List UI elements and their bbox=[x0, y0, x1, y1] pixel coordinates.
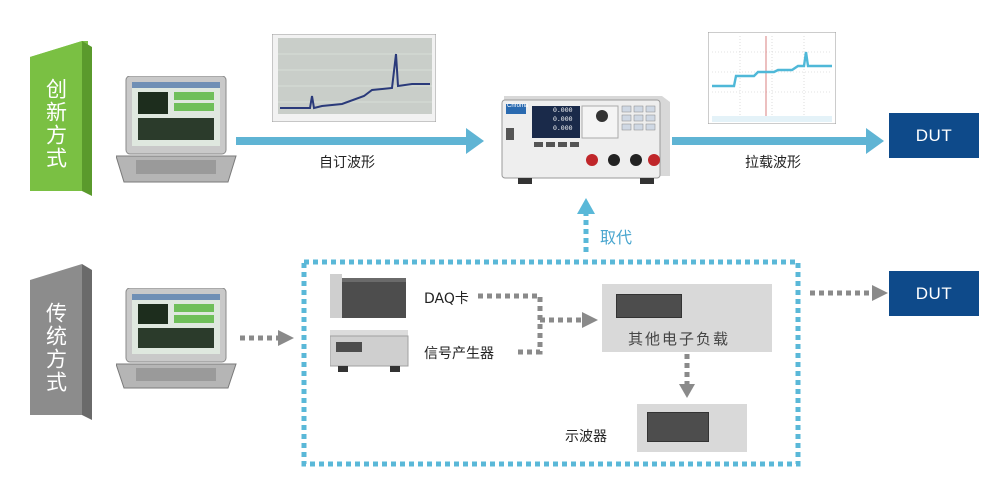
signal-generator-label: 信号产生器 bbox=[424, 346, 494, 362]
arrow-laptop-to-frame bbox=[278, 330, 294, 346]
captured-waveform-graph bbox=[708, 32, 836, 124]
instrument-readouts: 0.000 0.000 0.000 bbox=[553, 106, 573, 133]
innovative-label: 创新方式 bbox=[43, 78, 68, 170]
laptop-top bbox=[116, 76, 237, 183]
readout-2: 0.000 bbox=[553, 116, 573, 123]
load-screen bbox=[616, 294, 682, 318]
load-label: 其他电子负载 bbox=[628, 330, 731, 348]
instrument-brand: Chroma bbox=[507, 103, 529, 109]
oscilloscope-screen bbox=[647, 412, 709, 442]
custom-waveform-graph bbox=[272, 34, 436, 122]
readout-1: 0.000 bbox=[553, 107, 573, 114]
arrow-capture-waveform bbox=[672, 137, 868, 145]
arrow-custom-waveform bbox=[236, 137, 468, 145]
oscilloscope-label: 示波器 bbox=[565, 429, 607, 445]
daq-label: DAQ卡 bbox=[424, 291, 469, 307]
traditional-label: 传统方式 bbox=[43, 302, 68, 394]
arrow-to-scope bbox=[679, 384, 695, 398]
arrow-to-dut-bottom bbox=[872, 285, 888, 301]
laptop-bottom bbox=[116, 288, 237, 389]
daq-card bbox=[330, 274, 406, 318]
dut-bottom: DUT bbox=[889, 271, 979, 316]
custom-waveform-label: 自订波形 bbox=[319, 155, 375, 171]
readout-3: 0.000 bbox=[553, 125, 573, 132]
dut-top: DUT bbox=[889, 113, 979, 158]
traditional-frame bbox=[301, 259, 801, 467]
traditional-box bbox=[30, 264, 82, 415]
arrow-to-load bbox=[582, 312, 598, 328]
electronic-load-instrument bbox=[501, 96, 670, 184]
capture-waveform-label: 拉载波形 bbox=[745, 155, 801, 171]
replace-label: 取代 bbox=[600, 228, 633, 247]
signal-generator bbox=[330, 330, 409, 372]
